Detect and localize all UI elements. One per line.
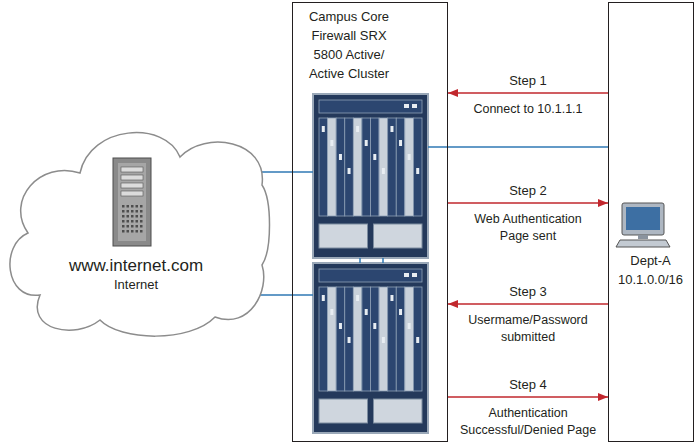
cable-stub [292,294,313,296]
network-link [272,294,292,296]
step-arrow [448,303,608,305]
network-link [448,146,608,148]
srx-chassis [313,263,428,433]
step-label: Step 2 [507,182,549,199]
firewall-title: Campus Core Firewall SRX 5800 Active/ Ac… [297,7,401,83]
step-label: Step 1 [507,72,549,89]
step-arrow [448,202,608,204]
cable-stub [428,146,448,148]
network-link [272,171,292,173]
srx-chassis [313,94,428,258]
step-label: Step 4 [507,376,549,393]
cloud-caption: Internet [0,276,272,293]
step-description: Authentication Successful/Denied Page [451,405,606,439]
cloud-shape [0,105,272,340]
server-icon [113,158,151,246]
step-arrow [448,396,608,398]
step-description: Usermame/Password submitted [458,312,598,346]
host-name: www.internet.com [0,255,272,276]
computer-icon [616,203,670,247]
cable-stub [292,171,313,173]
firewall-cluster-box: Campus Core Firewall SRX 5800 Active/ Ac… [292,2,448,442]
department-box: Dept-A 10.1.0.0/16 [608,2,694,442]
cable-stub [382,258,384,263]
step-description: Web Authentication Page sent [463,211,593,245]
step-description: Connect to 10.1.1.1 [453,101,603,118]
step-arrow [448,92,608,94]
internet-cloud: www.internet.comInternet [0,105,272,340]
department-label: Dept-A 10.1.0.0/16 [609,251,692,289]
step-label: Step 3 [507,283,549,300]
cable-stub [359,258,361,263]
